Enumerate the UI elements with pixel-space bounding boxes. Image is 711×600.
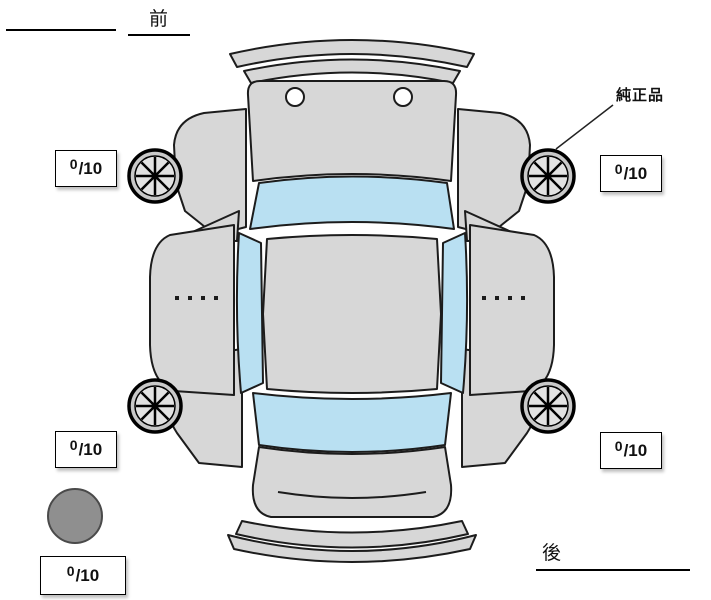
front-margin-line bbox=[6, 29, 116, 31]
front-bumper-inner bbox=[243, 58, 461, 84]
rear-label-text: 後 bbox=[542, 543, 563, 564]
tire-score-value: 0 bbox=[69, 155, 78, 172]
rear-label: 後 bbox=[536, 538, 690, 571]
trunk-seam-line bbox=[277, 491, 427, 499]
wheel-front-right bbox=[520, 148, 576, 204]
tire-score-max: /10 bbox=[623, 163, 648, 183]
tire-score-rear-right: 0/10 bbox=[600, 432, 662, 469]
hood-panel bbox=[246, 80, 458, 182]
hood-circle-left bbox=[285, 87, 305, 107]
tire-score-value: 0 bbox=[66, 562, 75, 579]
wheel-rear-right bbox=[520, 378, 576, 434]
tire-score-spare: 0/10 bbox=[40, 556, 126, 595]
hood-circle-right bbox=[393, 87, 413, 107]
front-left-fender bbox=[173, 108, 247, 236]
right-side-window-glass bbox=[440, 232, 469, 394]
car-top-view bbox=[127, 39, 576, 563]
genuine-part-label: 純正品 bbox=[616, 87, 665, 104]
front-label-text: 前 bbox=[148, 9, 169, 30]
front-bumper-outer bbox=[229, 39, 475, 68]
wheel-front-left bbox=[127, 148, 183, 204]
right-door-panel bbox=[469, 224, 555, 396]
tire-score-max: /10 bbox=[623, 440, 648, 460]
tire-score-front-right: 0/10 bbox=[600, 155, 662, 192]
tire-score-value: 0 bbox=[69, 436, 78, 453]
left-side-window-glass bbox=[235, 232, 264, 394]
roof-panel bbox=[262, 234, 442, 394]
tire-score-max: /10 bbox=[78, 158, 103, 178]
rear-bumper-outer bbox=[227, 534, 477, 563]
tire-score-max: /10 bbox=[78, 439, 103, 459]
tire-score-front-left: 0/10 bbox=[55, 150, 117, 187]
tire-score-value: 0 bbox=[614, 160, 623, 177]
rear-bumper-inner bbox=[235, 520, 469, 549]
tire-score-value: 0 bbox=[614, 437, 623, 454]
windshield-glass bbox=[249, 175, 455, 230]
tire-score-max: /10 bbox=[75, 565, 100, 585]
spare-tire-icon bbox=[47, 488, 103, 544]
tire-score-rear-left: 0/10 bbox=[55, 431, 117, 468]
front-label: 前 bbox=[128, 4, 190, 36]
rear-window-glass bbox=[252, 392, 452, 453]
trunk-panel bbox=[251, 446, 453, 518]
left-door-panel bbox=[149, 224, 235, 396]
wheel-rear-left bbox=[127, 378, 183, 434]
front-right-fender bbox=[457, 108, 531, 236]
